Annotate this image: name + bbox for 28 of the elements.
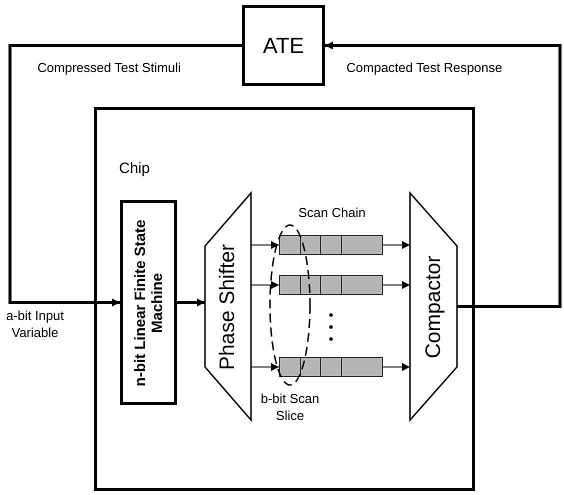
arrow [251,363,279,371]
input-label: a-bit Input Variable [5,308,65,342]
chain-label: Scan Chain [297,205,367,222]
slice-label: b-bit Scan Slice [260,391,320,425]
edge-label: Compacted Test Response [346,60,502,74]
compactor-trapezoid [410,193,457,420]
process-box [242,5,325,86]
container-label: Chip [119,160,150,177]
arrow [8,44,242,306]
edge-label: Compressed Test Stimuli [37,60,181,74]
dashed-ellipse [269,224,311,386]
scan-chain-register [279,275,383,295]
arrow [383,363,410,371]
process-box [120,200,177,405]
container-box [94,107,475,491]
arrow [383,281,410,289]
arrow [177,298,205,306]
arrow [383,241,410,249]
scan-chain-register [279,357,383,377]
box-label: Compactor [421,254,446,360]
box-label: Phase Shifter [216,242,240,372]
scan-chain-register [279,235,383,255]
phase-shifter-trapezoid [205,193,251,420]
box-label: n-bit Linear Finite State Machine [131,218,166,388]
arrow [325,42,562,308]
arrow [251,241,279,249]
arrow [251,281,279,289]
box-label: ATE [262,32,304,58]
